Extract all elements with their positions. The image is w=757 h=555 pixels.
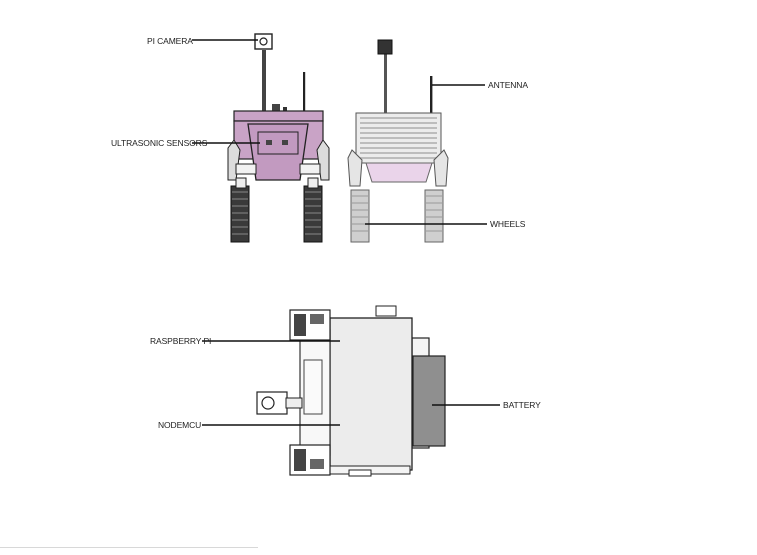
ultrasonic-sensors-label: ULTRASONIC SENSORS xyxy=(111,138,208,148)
wheels-label: WHEELS xyxy=(490,219,526,229)
pi-camera-label: PI CAMERA xyxy=(147,36,193,46)
rover-front-view-icon xyxy=(227,33,330,243)
rover-top-view-icon xyxy=(256,305,446,477)
rover-rear-view-icon xyxy=(347,39,449,243)
bottom-divider xyxy=(0,547,258,548)
raspberry-pi-label: RASPBERRY PI xyxy=(150,336,211,346)
antenna-label: ANTENNA xyxy=(488,80,528,90)
callout-lines xyxy=(192,39,500,426)
battery-label: BATTERY xyxy=(503,400,541,410)
nodemcu-label: NODEMCU xyxy=(158,420,201,430)
